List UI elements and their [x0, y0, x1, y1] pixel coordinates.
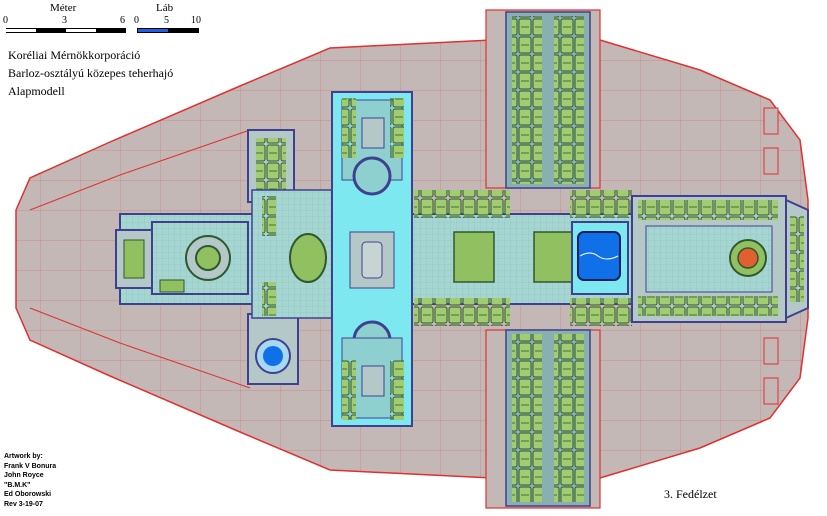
deck-label: 3. Fedélzet — [664, 487, 717, 501]
meter-tick-6: 6 — [120, 15, 125, 26]
mid-cargo — [414, 190, 573, 326]
credits-revision: Rev 3-19-07 — [4, 500, 43, 508]
feet-tick-0: 0 — [134, 15, 139, 26]
feet-scale-label: Láb — [156, 2, 174, 14]
credits-heading: Artwork by: — [4, 453, 43, 460]
manufacturer-title: Koréliai Mérnökkorporáció — [8, 48, 141, 62]
scale-bars — [6, 28, 199, 33]
central-hub — [331, 91, 413, 427]
lounge-block — [247, 129, 333, 385]
credit-name: Ed Oborowski — [4, 491, 52, 499]
meter-scale-label: Méter — [50, 2, 77, 14]
credit-name: Frank V Bonura — [4, 462, 57, 470]
meter-tick-0: 0 — [3, 15, 8, 26]
aft-section — [570, 190, 809, 326]
credit-name: "B.M.K" — [4, 481, 31, 489]
cargo-pod-bottom — [485, 329, 601, 509]
reactor-room — [571, 221, 629, 295]
variant-title: Alapmodell — [8, 84, 65, 98]
credit-name: John Royce — [4, 472, 44, 480]
feet-tick-5: 5 — [164, 15, 169, 26]
bow-module — [115, 221, 249, 295]
artwork-credits: Artwork by: Frank V Bonura John Royce "B… — [4, 452, 56, 510]
model-title: Barloz-osztályú közepes teherhajó — [8, 66, 174, 80]
engine-nozzles — [763, 107, 779, 405]
meter-tick-3: 3 — [62, 15, 67, 26]
feet-tick-10: 10 — [191, 15, 201, 26]
cargo-pod-top — [485, 9, 601, 189]
